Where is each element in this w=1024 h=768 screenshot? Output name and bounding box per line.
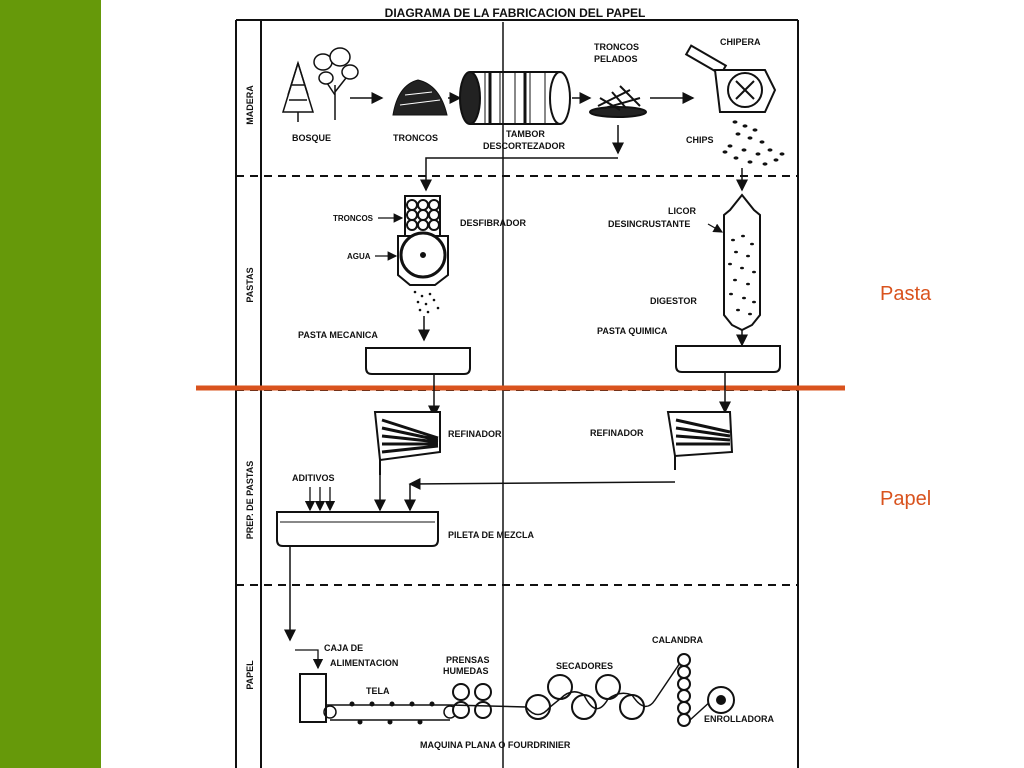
label-caja-1: CAJA DE [324, 643, 363, 653]
label-prensas-2: HUMEDAS [443, 666, 489, 676]
diagram-title: DIAGRAMA DE LA FABRICACION DEL PAPEL [385, 6, 646, 20]
label-agua: AGUA [347, 252, 371, 261]
wire-rollers [349, 701, 435, 725]
label-enrolladora: ENROLLADORA [704, 714, 774, 724]
digestor-icon [723, 193, 761, 332]
log-pile-icon [392, 79, 448, 116]
label-troncos-pelados-2: PELADOS [594, 54, 638, 64]
debarking-drum-icon [459, 71, 571, 125]
label-caja-2: ALIMENTACION [330, 658, 398, 668]
section-label-madera: MADERA [245, 85, 255, 125]
label-pastas-troncos: TRONCOS [333, 214, 374, 223]
label-secadores: SECADORES [556, 661, 613, 671]
chipper-icon [684, 44, 777, 113]
label-digestor: DIGESTOR [650, 296, 697, 306]
arrow-right-to-pileta [408, 477, 676, 490]
peeled-logs-icon [589, 85, 647, 118]
pulp-spray [413, 290, 440, 314]
paper-web [449, 662, 681, 716]
chips-icon [722, 120, 785, 166]
refinador-left-icon [373, 411, 441, 475]
arrow-to-caja [295, 649, 324, 670]
digestor-chips [728, 234, 756, 316]
label-chips: CHIPS [686, 135, 714, 145]
label-chipera: CHIPERA [720, 37, 761, 47]
label-pileta: PILETA DE MEZCLA [448, 530, 534, 540]
pileta-mezcla [276, 511, 439, 547]
label-aditivos: ADITIVOS [292, 473, 335, 483]
label-pasta-quimica: PASTA QUIMICA [597, 326, 668, 336]
annotation-pasta: Pasta [880, 283, 932, 305]
tree-icon [281, 47, 359, 122]
section-label-pastas: PASTAS [245, 267, 255, 302]
arrow-tambor-return [420, 157, 618, 192]
refinador-right-icon [666, 411, 734, 470]
label-prensas-1: PRENSAS [446, 655, 490, 665]
label-tambor-1: TAMBOR [506, 129, 545, 139]
label-licor-2: DESINCRUSTANTE [608, 219, 690, 229]
label-desfibrador: DESFIBRADOR [460, 218, 527, 228]
green-sidebar [0, 0, 101, 768]
label-troncos-pelados-1: TRONCOS [594, 42, 639, 52]
dryer-cylinders [525, 674, 645, 720]
label-bosque: BOSQUE [292, 133, 331, 143]
label-tela: TELA [366, 686, 390, 696]
reel-icon [707, 686, 735, 714]
label-refinador-left: REFINADOR [448, 429, 502, 439]
tank-pasta-quimica [675, 345, 781, 373]
label-licor-1: LICOR [668, 206, 696, 216]
headbox [299, 673, 327, 723]
label-refinador-right: REFINADOR [590, 428, 644, 438]
label-calandra: CALANDRA [652, 635, 703, 645]
label-pasta-mecanica: PASTA MECANICA [298, 330, 378, 340]
tank-pasta-mecanica [365, 347, 471, 375]
calender-stack [677, 653, 691, 727]
section-label-prep: PREP. DE PASTAS [245, 461, 255, 540]
section-label-papel: PAPEL [245, 660, 255, 690]
wet-press-rollers [452, 683, 492, 719]
grinder-icon [397, 195, 449, 286]
label-troncos: TRONCOS [393, 133, 438, 143]
diagram-frame [235, 19, 799, 768]
annotation-papel: Papel [880, 488, 932, 510]
arrow-licor-in [707, 223, 724, 233]
label-tambor-2: DESCORTEZADOR [483, 141, 566, 151]
wire-tela [323, 704, 457, 721]
label-maquina: MAQUINA PLANA O FOURDRINIER [420, 740, 571, 750]
